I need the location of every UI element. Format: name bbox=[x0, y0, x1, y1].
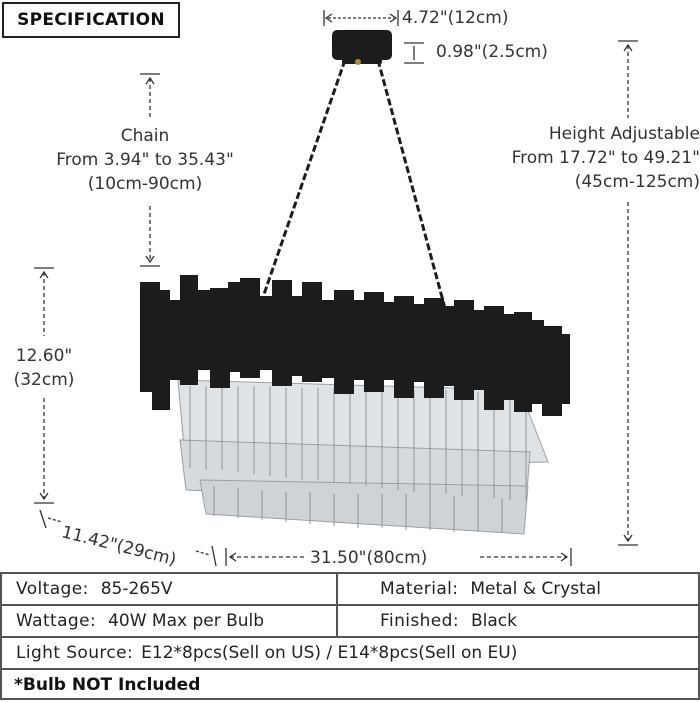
wattage-cell: Wattage: 40W Max per Bulb bbox=[16, 606, 264, 636]
voltage-value: 85-265V bbox=[100, 579, 173, 599]
body-height-imperial: 12.60" bbox=[15, 346, 73, 366]
chandelier-illustration bbox=[34, 10, 638, 567]
chain-range: From 3.94" to 35.43" bbox=[56, 150, 234, 170]
finished-value: Black bbox=[470, 611, 517, 631]
bulb-note: *Bulb NOT Included bbox=[14, 675, 201, 695]
canopy bbox=[332, 30, 392, 65]
column-divider bbox=[336, 574, 338, 604]
light-source-cell: Light Source: E12*8pcs(Sell on US) / E14… bbox=[16, 638, 517, 668]
length-label: 31.50"(80cm) bbox=[310, 548, 428, 568]
canopy-height-label: 0.98"(2.5cm) bbox=[436, 42, 548, 62]
specification-badge: SPECIFICATION bbox=[2, 2, 180, 38]
body-height-label: 12.60" (32cm) bbox=[2, 344, 86, 392]
finished-cell: Finished: Black bbox=[380, 606, 517, 636]
canopy-width-label: 4.72"(12cm) bbox=[402, 8, 509, 28]
material-value: Metal & Crystal bbox=[470, 579, 601, 599]
depth-dimension bbox=[39, 509, 217, 567]
height-adjustable-dimension bbox=[618, 40, 638, 546]
wattage-label: Wattage: bbox=[16, 611, 97, 631]
spec-row-light-source: Light Source: E12*8pcs(Sell on US) / E14… bbox=[2, 638, 698, 670]
material-cell: Material: Metal & Crystal bbox=[380, 574, 601, 604]
height-metric: (45cm-125cm) bbox=[574, 172, 700, 192]
chain-dimension-label: Chain From 3.94" to 35.43" (10cm-90cm) bbox=[30, 124, 260, 196]
finished-label: Finished: bbox=[380, 611, 459, 631]
body-height-dimension bbox=[34, 267, 54, 504]
chain-dimension bbox=[140, 73, 160, 267]
column-divider bbox=[336, 606, 338, 636]
light-source-label: Light Source: bbox=[16, 643, 134, 663]
height-title: Height Adjustable bbox=[548, 124, 700, 144]
canopy-height-dimension bbox=[404, 42, 424, 64]
wattage-value: 40W Max per Bulb bbox=[108, 611, 265, 631]
metal-bars bbox=[140, 275, 570, 416]
chain-metric: (10cm-90cm) bbox=[87, 174, 203, 194]
chains bbox=[260, 59, 448, 313]
spec-row-voltage-material: Voltage: 85-265V Material: Metal & Cryst… bbox=[2, 574, 698, 606]
spec-table: Voltage: 85-265V Material: Metal & Cryst… bbox=[0, 572, 700, 700]
spec-row-bulb-note: *Bulb NOT Included bbox=[2, 670, 698, 702]
body-height-metric: (32cm) bbox=[13, 370, 75, 390]
material-label: Material: bbox=[380, 579, 459, 599]
light-source-value: E12*8pcs(Sell on US) / E14*8pcs(Sell on … bbox=[141, 643, 518, 663]
length-dimension bbox=[225, 548, 572, 566]
canopy-width-dimension bbox=[323, 10, 399, 26]
chain-title: Chain bbox=[120, 126, 170, 146]
spec-row-wattage-finished: Wattage: 40W Max per Bulb Finished: Blac… bbox=[2, 606, 698, 638]
crystal-tiers bbox=[177, 379, 549, 535]
voltage-cell: Voltage: 85-265V bbox=[16, 574, 173, 604]
height-dimension-label: Height Adjustable From 17.72" to 49.21" … bbox=[470, 122, 700, 194]
height-range: From 17.72" to 49.21" bbox=[511, 148, 700, 168]
voltage-label: Voltage: bbox=[16, 579, 89, 599]
